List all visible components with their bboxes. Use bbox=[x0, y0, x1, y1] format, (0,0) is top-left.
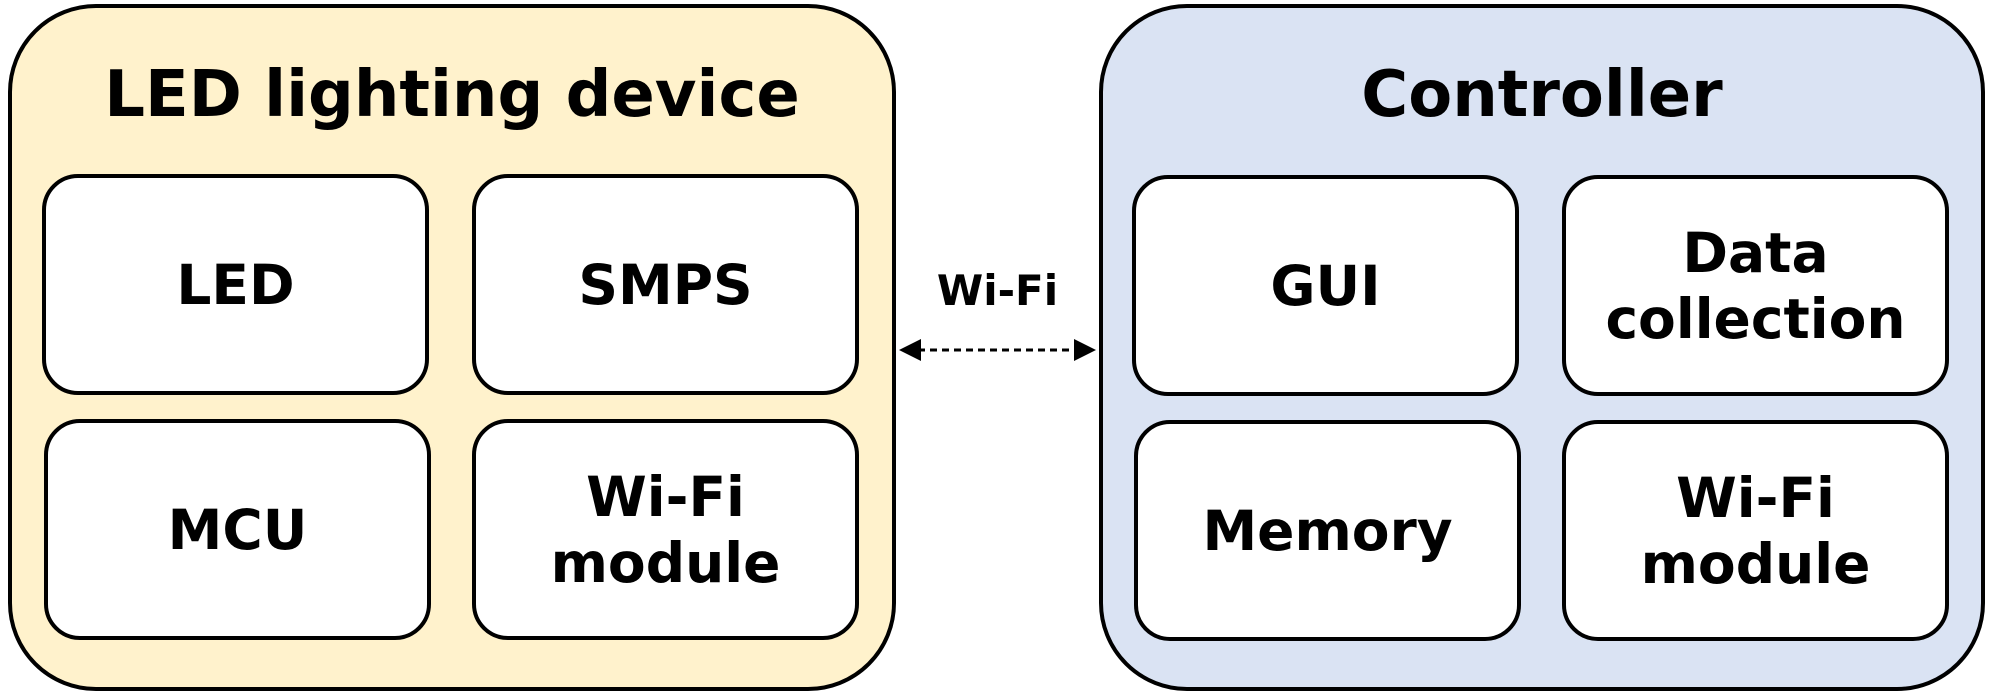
arrowhead-left-icon bbox=[899, 339, 921, 361]
data-collection-box: Data collection bbox=[1562, 175, 1949, 396]
memory-box: Memory bbox=[1134, 420, 1521, 641]
led-lighting-device-title: LED lighting device bbox=[104, 58, 800, 132]
led-box: LED bbox=[42, 174, 429, 395]
controller-title: Controller bbox=[1361, 58, 1723, 132]
controller-wifi-module-box: Wi-Fi module bbox=[1562, 420, 1949, 641]
wifi-connection-label: Wi-Fi bbox=[936, 266, 1059, 315]
arrowhead-right-icon bbox=[1074, 339, 1096, 361]
smps-box: SMPS bbox=[472, 174, 859, 395]
wifi-connection-arrow bbox=[899, 339, 1096, 361]
gui-box: GUI bbox=[1132, 175, 1519, 396]
led-device-wifi-module-box: Wi-Fi module bbox=[472, 419, 859, 640]
mcu-box: MCU bbox=[44, 419, 431, 640]
